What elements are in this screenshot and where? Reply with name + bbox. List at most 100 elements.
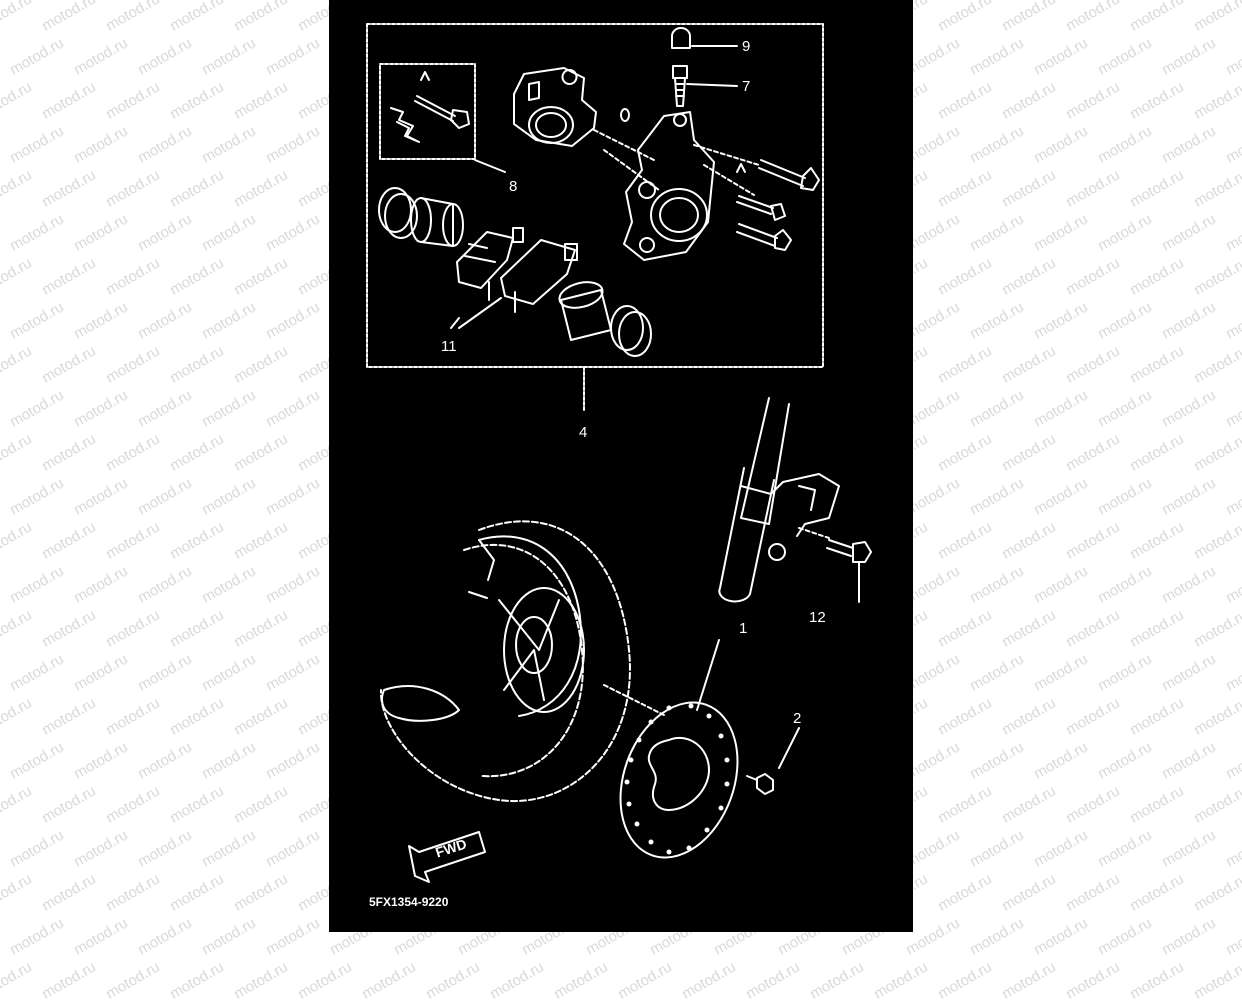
watermark-text: motod.ru: [998, 342, 1059, 387]
watermark-text: motod.ru: [1126, 430, 1187, 475]
watermark-text: motod.ru: [198, 210, 259, 255]
watermark-text: motod.ru: [70, 34, 131, 79]
watermark-text: motod.ru: [134, 562, 195, 607]
watermark-text: motod.ru: [102, 78, 163, 123]
watermark-text: motod.ru: [38, 782, 99, 827]
watermark-text: motod.ru: [38, 694, 99, 739]
watermark-text: motod.ru: [198, 562, 259, 607]
watermark-text: motod.ru: [1030, 386, 1091, 431]
watermark-text: motod.ru: [38, 958, 99, 1003]
watermark-text: motod.ru: [1190, 78, 1242, 123]
watermark-text: motod.ru: [230, 518, 291, 563]
watermark-text: motod.ru: [998, 0, 1059, 35]
watermark-text: motod.ru: [230, 430, 291, 475]
watermark-text: motod.ru: [1094, 738, 1155, 783]
drawing-code: 5FX1354-9220: [369, 895, 449, 909]
watermark-text: motod.ru: [1190, 958, 1242, 1003]
callout-1: 1: [739, 620, 748, 637]
front-wheel: [379, 520, 631, 803]
watermark-text: motod.ru: [966, 914, 1027, 959]
watermark-text: motod.ru: [1030, 474, 1091, 519]
watermark-text: motod.ru: [38, 518, 99, 563]
watermark-text: motod.ru: [262, 474, 323, 519]
watermark-text: motod.ru: [1062, 606, 1123, 651]
watermark-text: motod.ru: [230, 958, 291, 1003]
watermark-text: motod.ru: [1158, 650, 1219, 695]
watermark-text: motod.ru: [934, 78, 995, 123]
watermark-text: motod.ru: [1094, 650, 1155, 695]
watermark-text: motod.ru: [1126, 254, 1187, 299]
watermark-text: motod.ru: [70, 122, 131, 167]
watermark-text: motod.ru: [6, 298, 67, 343]
disc-bolt: [746, 773, 774, 795]
watermark-text: motod.ru: [742, 958, 803, 1003]
watermark-text: motod.ru: [70, 474, 131, 519]
watermark-text: motod.ru: [6, 34, 67, 79]
watermark-text: motod.ru: [230, 694, 291, 739]
watermark-text: motod.ru: [966, 826, 1027, 871]
watermark-text: motod.ru: [38, 166, 99, 211]
o-ring: [620, 108, 630, 122]
watermark-text: motod.ru: [1062, 78, 1123, 123]
watermark-text: motod.ru: [1030, 738, 1091, 783]
watermark-text: motod.ru: [198, 826, 259, 871]
watermark-text: motod.ru: [198, 474, 259, 519]
watermark-text: motod.ru: [134, 34, 195, 79]
watermark-text: motod.ru: [262, 122, 323, 167]
watermark-text: motod.ru: [1222, 650, 1242, 695]
watermark-text: motod.ru: [966, 474, 1027, 519]
watermark-text: motod.ru: [934, 958, 995, 1003]
watermark-text: motod.ru: [230, 166, 291, 211]
watermark-text: motod.ru: [1158, 738, 1219, 783]
watermark-text: motod.ru: [934, 870, 995, 915]
callout-12: 12: [809, 609, 826, 626]
watermark-text: motod.ru: [6, 562, 67, 607]
watermark-text: motod.ru: [134, 474, 195, 519]
watermark-text: motod.ru: [166, 166, 227, 211]
watermark-text: motod.ru: [1030, 298, 1091, 343]
watermark-text: motod.ru: [1158, 386, 1219, 431]
watermark-text: motod.ru: [0, 0, 35, 35]
watermark-text: motod.ru: [262, 210, 323, 255]
watermark-text: motod.ru: [0, 958, 35, 1003]
watermark-text: motod.ru: [486, 958, 547, 1003]
watermark-text: motod.ru: [102, 518, 163, 563]
watermark-text: motod.ru: [166, 694, 227, 739]
callout-2: 2: [793, 710, 802, 727]
callout-4: 4: [579, 424, 588, 441]
watermark-text: motod.ru: [1094, 122, 1155, 167]
watermark-text: motod.ru: [358, 958, 419, 1003]
watermark-text: motod.ru: [934, 0, 995, 35]
watermark-text: motod.ru: [934, 694, 995, 739]
watermark-text: motod.ru: [6, 914, 67, 959]
watermark-text: motod.ru: [262, 738, 323, 783]
watermark-text: motod.ru: [38, 870, 99, 915]
watermark-text: motod.ru: [198, 34, 259, 79]
watermark-text: motod.ru: [262, 826, 323, 871]
watermark-text: motod.ru: [102, 166, 163, 211]
watermark-text: motod.ru: [998, 518, 1059, 563]
watermark-text: motod.ru: [1126, 166, 1187, 211]
watermark-text: motod.ru: [1030, 122, 1091, 167]
watermark-text: motod.ru: [38, 430, 99, 475]
watermark-text: motod.ru: [966, 650, 1027, 695]
watermark-text: motod.ru: [0, 870, 35, 915]
watermark-text: motod.ru: [1030, 34, 1091, 79]
piston-set-right: [558, 281, 652, 357]
watermark-text: motod.ru: [230, 342, 291, 387]
disc-vent-holes: [624, 703, 730, 855]
watermark-text: motod.ru: [934, 430, 995, 475]
watermark-text: motod.ru: [998, 254, 1059, 299]
watermark-text: motod.ru: [998, 78, 1059, 123]
watermark-text: motod.ru: [0, 694, 35, 739]
watermark-text: motod.ru: [1062, 430, 1123, 475]
watermark-text: motod.ru: [1062, 518, 1123, 563]
watermark-text: motod.ru: [1062, 694, 1123, 739]
watermark-text: motod.ru: [230, 870, 291, 915]
watermark-text: motod.ru: [1158, 914, 1219, 959]
watermark-text: motod.ru: [134, 298, 195, 343]
watermark-text: motod.ru: [1062, 254, 1123, 299]
watermark-text: motod.ru: [198, 122, 259, 167]
watermark-text: motod.ru: [1030, 562, 1091, 607]
watermark-text: motod.ru: [1190, 606, 1242, 651]
